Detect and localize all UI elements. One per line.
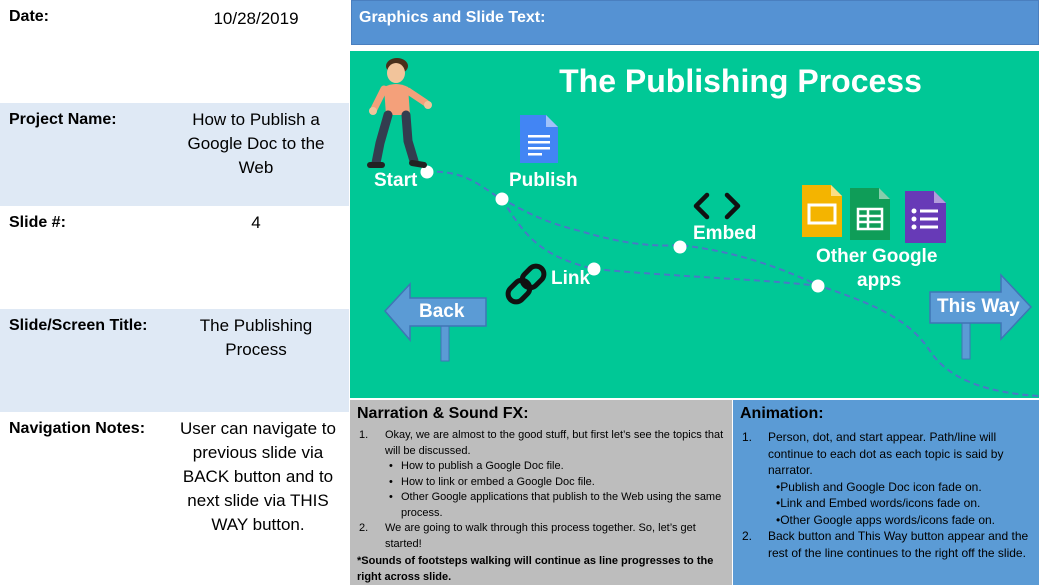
sound-fx-note: *Sounds of footsteps walking will contin… [357, 555, 714, 583]
google-sheets-icon [850, 188, 890, 240]
screen-title-row: Slide/Screen Title: The Publishing Proce… [0, 309, 349, 413]
google-docs-icon [520, 115, 558, 163]
start-label: Start [374, 170, 418, 191]
narration-header: Narration & Sound FX: [357, 405, 529, 422]
animation-subitem: •Publish and Google Doc icon fade on. [776, 479, 982, 494]
narration-body: 1. Okay, we are almost to the good stuff… [357, 428, 725, 585]
slide-graphics [367, 58, 1039, 397]
navigation-notes-value: User can navigate to previous slide via … [180, 419, 336, 534]
narration-subitem: Other Google applications that publish t… [357, 490, 725, 521]
google-slides-icon [802, 185, 842, 237]
slide-number-label: Slide #: [9, 214, 66, 231]
narration-item-number: 1. [359, 429, 369, 441]
google-forms-icon [905, 191, 946, 243]
navigation-notes-row: Navigation Notes: User can navigate to p… [0, 412, 349, 585]
project-label: Project Name: [9, 111, 117, 128]
this-way-arrow-button [929, 273, 1033, 360]
slide-preview: The Publishing Process Start Publish Emb… [350, 51, 1039, 398]
graphics-header: Graphics and Slide Text: [351, 0, 1039, 45]
slide-number-value: 4 [251, 213, 261, 232]
animation-panel: Animation: 1. Person, dot, and start app… [732, 400, 1039, 585]
slide-title: The Publishing Process [559, 63, 922, 99]
animation-subitem: •Link and Embed words/icons fade on. [776, 496, 981, 510]
animation-item-text: Back button and This Way button appear a… [768, 529, 1029, 560]
other-apps-label-line1: Other Google [816, 246, 938, 267]
narration-item: 2. We are going to walk through this pro… [357, 521, 725, 552]
narration-subitem: How to publish a Google Doc file. [357, 459, 725, 475]
publish-label: Publish [509, 170, 578, 191]
progress-path [426, 170, 1039, 397]
project-row: Project Name: How to Publish a Google Do… [0, 103, 349, 207]
back-button[interactable]: Back [419, 301, 465, 322]
screen-title-label: Slide/Screen Title: [9, 317, 148, 334]
date-label: Date: [9, 8, 50, 25]
other-apps-dot [811, 279, 825, 293]
start-dot [420, 165, 434, 179]
publish-dot [495, 192, 509, 206]
date-row: Date: 10/28/2019 [0, 0, 349, 104]
narration-item: 1. Okay, we are almost to the good stuff… [357, 428, 725, 459]
animation-body: 1. Person, dot, and start appear. Path/l… [740, 429, 1035, 561]
link-label: Link [551, 268, 591, 289]
animation-item: 2. Back button and This Way button appea… [740, 528, 1035, 561]
embed-label: Embed [693, 223, 757, 244]
slide-number-row: Slide #: 4 [0, 206, 349, 310]
screen-title-value: The Publishing Process [199, 316, 313, 359]
graphics-header-label: Graphics and Slide Text: [359, 9, 546, 26]
narration-item-text: Okay, we are almost to the good stuff, b… [385, 429, 724, 457]
embed-dot [673, 240, 687, 254]
back-arrow-button [383, 282, 487, 362]
animation-item-number: 2. [742, 529, 753, 543]
this-way-button[interactable]: This Way [937, 296, 1020, 317]
narration-item-number: 2. [359, 522, 369, 534]
animation-item: 1. Person, dot, and start appear. Path/l… [740, 429, 1035, 479]
animation-item-text: Person, dot, and start appear. Path/line… [768, 430, 1004, 477]
narration-subitem: How to link or embed a Google Doc file. [357, 475, 725, 491]
slide-metadata-panel: Date: 10/28/2019 Project Name: How to Pu… [0, 0, 349, 585]
walking-person-icon [367, 58, 432, 168]
project-value: How to Publish a Google Doc to the Web [187, 110, 325, 177]
progress-path-branch [501, 198, 821, 287]
animation-subitem: •Other Google apps words/icons fade on. [776, 512, 995, 527]
date-value: 10/28/2019 [213, 9, 299, 28]
animation-item-number: 1. [742, 430, 753, 444]
link-dot [587, 262, 601, 276]
other-apps-label-line2: apps [857, 270, 902, 291]
chain-link-icon [505, 263, 547, 305]
navigation-notes-label: Navigation Notes: [9, 420, 146, 437]
narration-panel: Narration & Sound FX: 1. Okay, we are al… [350, 400, 732, 585]
narration-item-text: We are going to walk through this proces… [385, 522, 696, 550]
animation-header: Animation: [740, 405, 824, 422]
code-brackets-icon [693, 192, 741, 220]
